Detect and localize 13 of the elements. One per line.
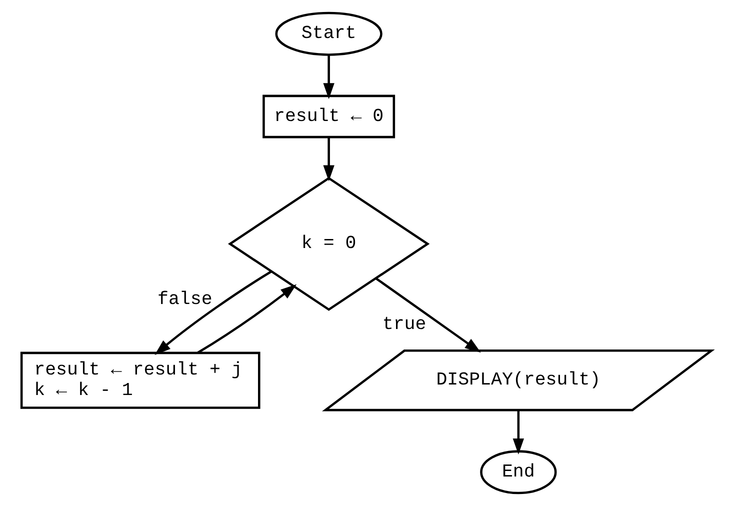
node-ellipse: Start	[274, 12, 382, 56]
arrow	[154, 270, 272, 355]
arrow	[375, 278, 480, 353]
node-diamond: k = 0	[227, 176, 430, 311]
arrow	[512, 410, 524, 454]
node-box: result ← result + j k ← k - 1	[20, 352, 260, 409]
edge-label: false	[157, 290, 212, 310]
node-ellipse: End	[480, 450, 556, 494]
arrow	[322, 137, 334, 182]
arrow	[322, 54, 334, 100]
node-box: result ← 0	[262, 94, 395, 138]
edge-label: true	[382, 315, 426, 336]
arrow	[196, 284, 296, 354]
